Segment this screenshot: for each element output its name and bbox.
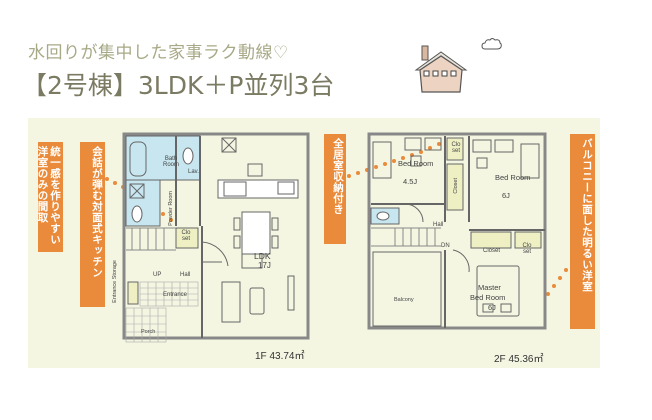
room-bed2: Bed Room <box>495 173 531 182</box>
room-master-closet: Clo set <box>522 243 532 256</box>
room-closet-vertical: Closet <box>453 178 459 194</box>
room-closet-1f: Clo set <box>181 230 191 243</box>
room-balcony: Balcony <box>394 297 414 303</box>
room-powder: Powder Room <box>168 191 174 226</box>
house-icon <box>414 45 468 93</box>
note-kitchen: 会話が弾む対面式キッチン <box>80 142 105 307</box>
note-storage: 全居室収納付き <box>324 134 346 244</box>
note-unity-rooms: 統一感を作りやすい洋室のみの間取 <box>37 142 63 252</box>
room-master-size: 6J <box>488 303 496 312</box>
room-entrance-storage: Entrance Storage <box>112 260 118 303</box>
room-bed1-closet: Clo set <box>451 142 461 155</box>
room-bath: Bath Room <box>162 156 179 169</box>
room-entrance: Entrance <box>163 292 188 298</box>
floor1-plan <box>122 132 310 343</box>
room-up: UP <box>153 272 162 278</box>
room-master: Master <box>478 283 501 292</box>
room-hall-1f: Hall <box>180 272 191 278</box>
cloud-icon <box>481 38 502 50</box>
floor2-plan <box>367 132 547 330</box>
room-lav: Lav. <box>188 169 199 175</box>
floor2-area: 2F 45.36㎡ <box>494 354 544 365</box>
room-porch: Porch <box>141 329 156 335</box>
room-ldk: LDK <box>254 251 271 261</box>
note-balcony-room: バルコニーに面した明るい洋室 <box>570 134 595 329</box>
page-title: 【2号棟】3LDK＋P並列3台 <box>22 71 335 100</box>
room-bed2-size: 6J <box>502 191 510 200</box>
room-bed1: Bed Room <box>398 159 434 168</box>
balcony-room-connector <box>546 260 574 296</box>
room-hall-2f: Hall <box>433 222 444 228</box>
room-master2: Bed Room <box>470 293 506 302</box>
room-ldk-size: 17J <box>258 261 271 270</box>
floor1-area: 1F 43.74㎡ <box>255 351 305 362</box>
subtitle: 水回りが集中した家事ラク動線♡ <box>28 43 289 63</box>
room-closet-2f: Closet <box>483 248 501 254</box>
room-bed1-size: 4.5J <box>403 177 418 186</box>
floor-plan-panel: 統一感を作りやすい洋室のみの間取 会話が弾む対面式キッチン 全居室収納付き バル… <box>28 118 600 368</box>
room-dn: DN <box>441 243 450 249</box>
